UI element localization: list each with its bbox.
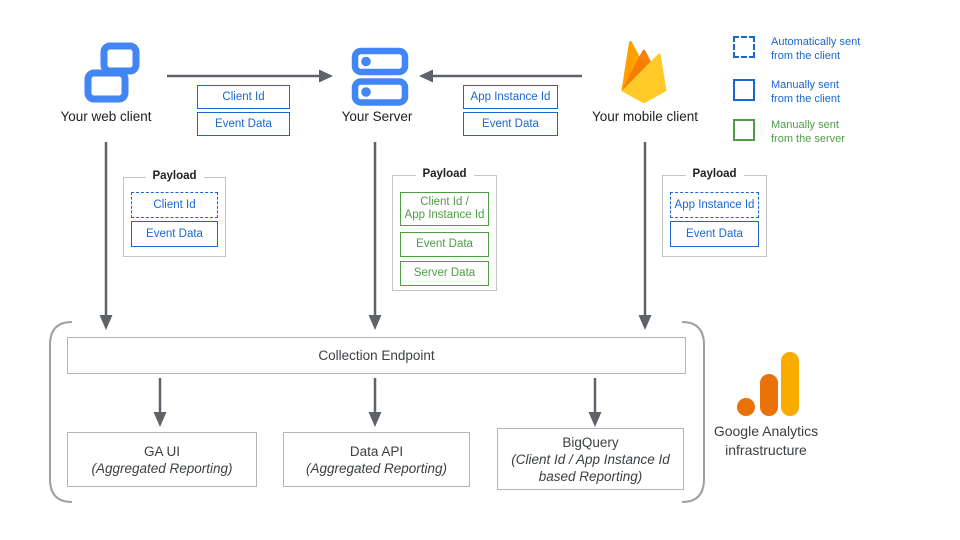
payload-mobile-app-instance-id: App Instance Id: [670, 192, 759, 218]
collection-endpoint-box: Collection Endpoint: [67, 337, 686, 374]
msg-client-id: Client Id: [197, 85, 290, 109]
legend-swatch-manual-client: [733, 79, 755, 101]
legend-label-manual-server: Manually sent from the server: [771, 119, 845, 145]
arrow-web-to-server: [167, 69, 333, 83]
bigquery-title: BigQuery: [562, 434, 619, 450]
google-analytics-infrastructure-label: Google Analytics infrastructure: [713, 423, 819, 458]
payload-server-ids: Client Id / App Instance Id: [400, 192, 489, 226]
payload-web-client-id: Client Id: [131, 192, 218, 218]
arrow-endpoint-to-bigquery: [588, 378, 602, 427]
payload-server-title: Payload: [415, 168, 474, 180]
legend-label-manual-client: Manually sent from the client: [771, 79, 841, 105]
payload-web: Payload Client Id Event Data: [123, 170, 226, 257]
payload-mobile-event-data: Event Data: [670, 221, 759, 247]
collection-endpoint-label: Collection Endpoint: [318, 348, 435, 363]
payload-server: Payload Client Id / App Instance Id Even…: [392, 168, 497, 291]
data-api-box: Data API (Aggregated Reporting): [283, 432, 470, 487]
web-client-label: Your web client: [60, 109, 152, 124]
ga-ui-subtitle: (Aggregated Reporting): [91, 460, 233, 476]
mobile-client-label: Your mobile client: [591, 109, 699, 124]
payload-web-title: Payload: [145, 170, 204, 182]
web-client-icon: [84, 42, 140, 103]
legend-swatch-manual-server: [733, 119, 755, 141]
server-label: Your Server: [341, 109, 413, 124]
payload-web-event-data: Event Data: [131, 221, 218, 247]
legend-swatch-auto-client: [733, 36, 755, 58]
msg-app-instance-id: App Instance Id: [463, 85, 558, 109]
bigquery-subtitle: (Client Id / App Instance Id based Repor…: [511, 451, 670, 484]
payload-mobile: Payload App Instance Id Event Data: [662, 168, 767, 257]
arrow-mobile-to-server: [419, 69, 582, 83]
ga-ui-title: GA UI: [143, 443, 180, 459]
data-api-subtitle: (Aggregated Reporting): [305, 460, 448, 476]
payload-mobile-title: Payload: [685, 168, 744, 180]
legend-label-auto-client: Automatically sent from the client: [771, 36, 861, 62]
arrow-server-to-endpoint: [368, 142, 382, 330]
arrow-endpoint-to-gaui: [153, 378, 167, 427]
arrow-mobile-to-endpoint: [638, 142, 652, 330]
server-icon: [351, 47, 409, 106]
ga-ui-box: GA UI (Aggregated Reporting): [67, 432, 257, 487]
google-analytics-icon: [737, 352, 799, 416]
data-api-title: Data API: [349, 443, 404, 459]
left-bracket: [49, 321, 73, 503]
msg-event-data-mobile: Event Data: [463, 112, 558, 136]
right-bracket: [681, 321, 705, 503]
arrow-endpoint-to-dataapi: [368, 378, 382, 427]
bigquery-box: BigQuery (Client Id / App Instance Id ba…: [497, 428, 684, 490]
msg-event-data-web: Event Data: [197, 112, 290, 136]
payload-server-server-data: Server Data: [400, 261, 489, 286]
firebase-icon: [621, 41, 667, 103]
payload-server-event-data: Event Data: [400, 232, 489, 257]
arrow-web-to-endpoint: [99, 142, 113, 330]
